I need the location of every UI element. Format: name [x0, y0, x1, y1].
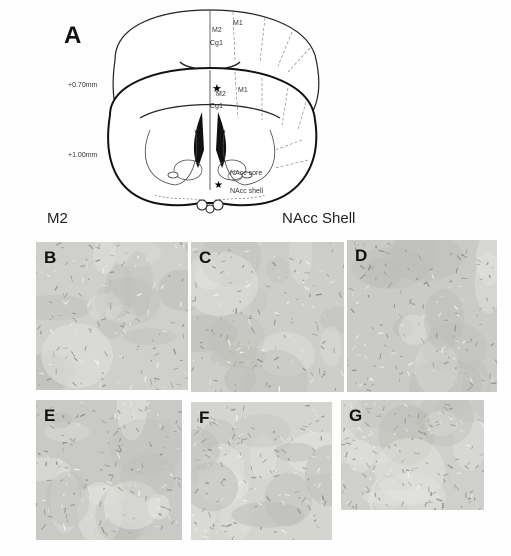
micrograph-g: G [341, 400, 484, 510]
micrograph-texture [36, 400, 182, 540]
star-nacc: ★ [214, 180, 223, 191]
panel-letter-a: A [64, 22, 82, 49]
label-cg1-bottom: Cg1 [210, 103, 223, 110]
micrograph-texture [341, 400, 484, 510]
label-nacc-shell: NAcc shell [230, 188, 264, 195]
caption-m2: M2 [47, 210, 68, 227]
star-m2: ★ [212, 83, 222, 95]
atlas-diagram: ★ ★ M1 M2 Cg1 M1 M2 Cg1 NAcc core NAcc s… [30, 0, 380, 220]
label-m2-top: M2 [212, 27, 222, 34]
label-m1-bottom: M1 [238, 87, 248, 94]
panel-letter-d: D [355, 246, 368, 265]
micrograph-b: B [36, 242, 188, 390]
micrograph-texture [347, 240, 497, 392]
label-m2-bottom: M2 [216, 91, 226, 98]
micrograph-e: E [36, 400, 182, 540]
panel-letter-e: E [44, 406, 56, 425]
micrograph-f: F [191, 402, 332, 540]
label-m1-top: M1 [233, 20, 243, 27]
caption-nacc-shell: NAcc Shell [282, 210, 356, 227]
label-nacc-core: NAcc core [230, 170, 262, 177]
atlas-svg: ★ ★ M1 M2 Cg1 M1 M2 Cg1 NAcc core NAcc s… [107, 9, 320, 214]
depth-label-top: +0.70mm [68, 82, 98, 89]
label-cg1-top: Cg1 [210, 40, 223, 47]
micrograph-d: D [347, 240, 497, 392]
section-bottom [107, 66, 318, 207]
panel-letter-c: C [199, 248, 212, 267]
panel-letter-b: B [44, 248, 57, 267]
micrograph-texture [191, 405, 332, 540]
panel-letter-f: F [199, 408, 210, 427]
micrograph-texture [36, 242, 188, 390]
micrograph-texture [191, 242, 344, 392]
panel-letter-g: G [349, 406, 363, 425]
micrograph-c: C [191, 242, 344, 392]
depth-label-bottom: +1.00mm [68, 152, 98, 159]
